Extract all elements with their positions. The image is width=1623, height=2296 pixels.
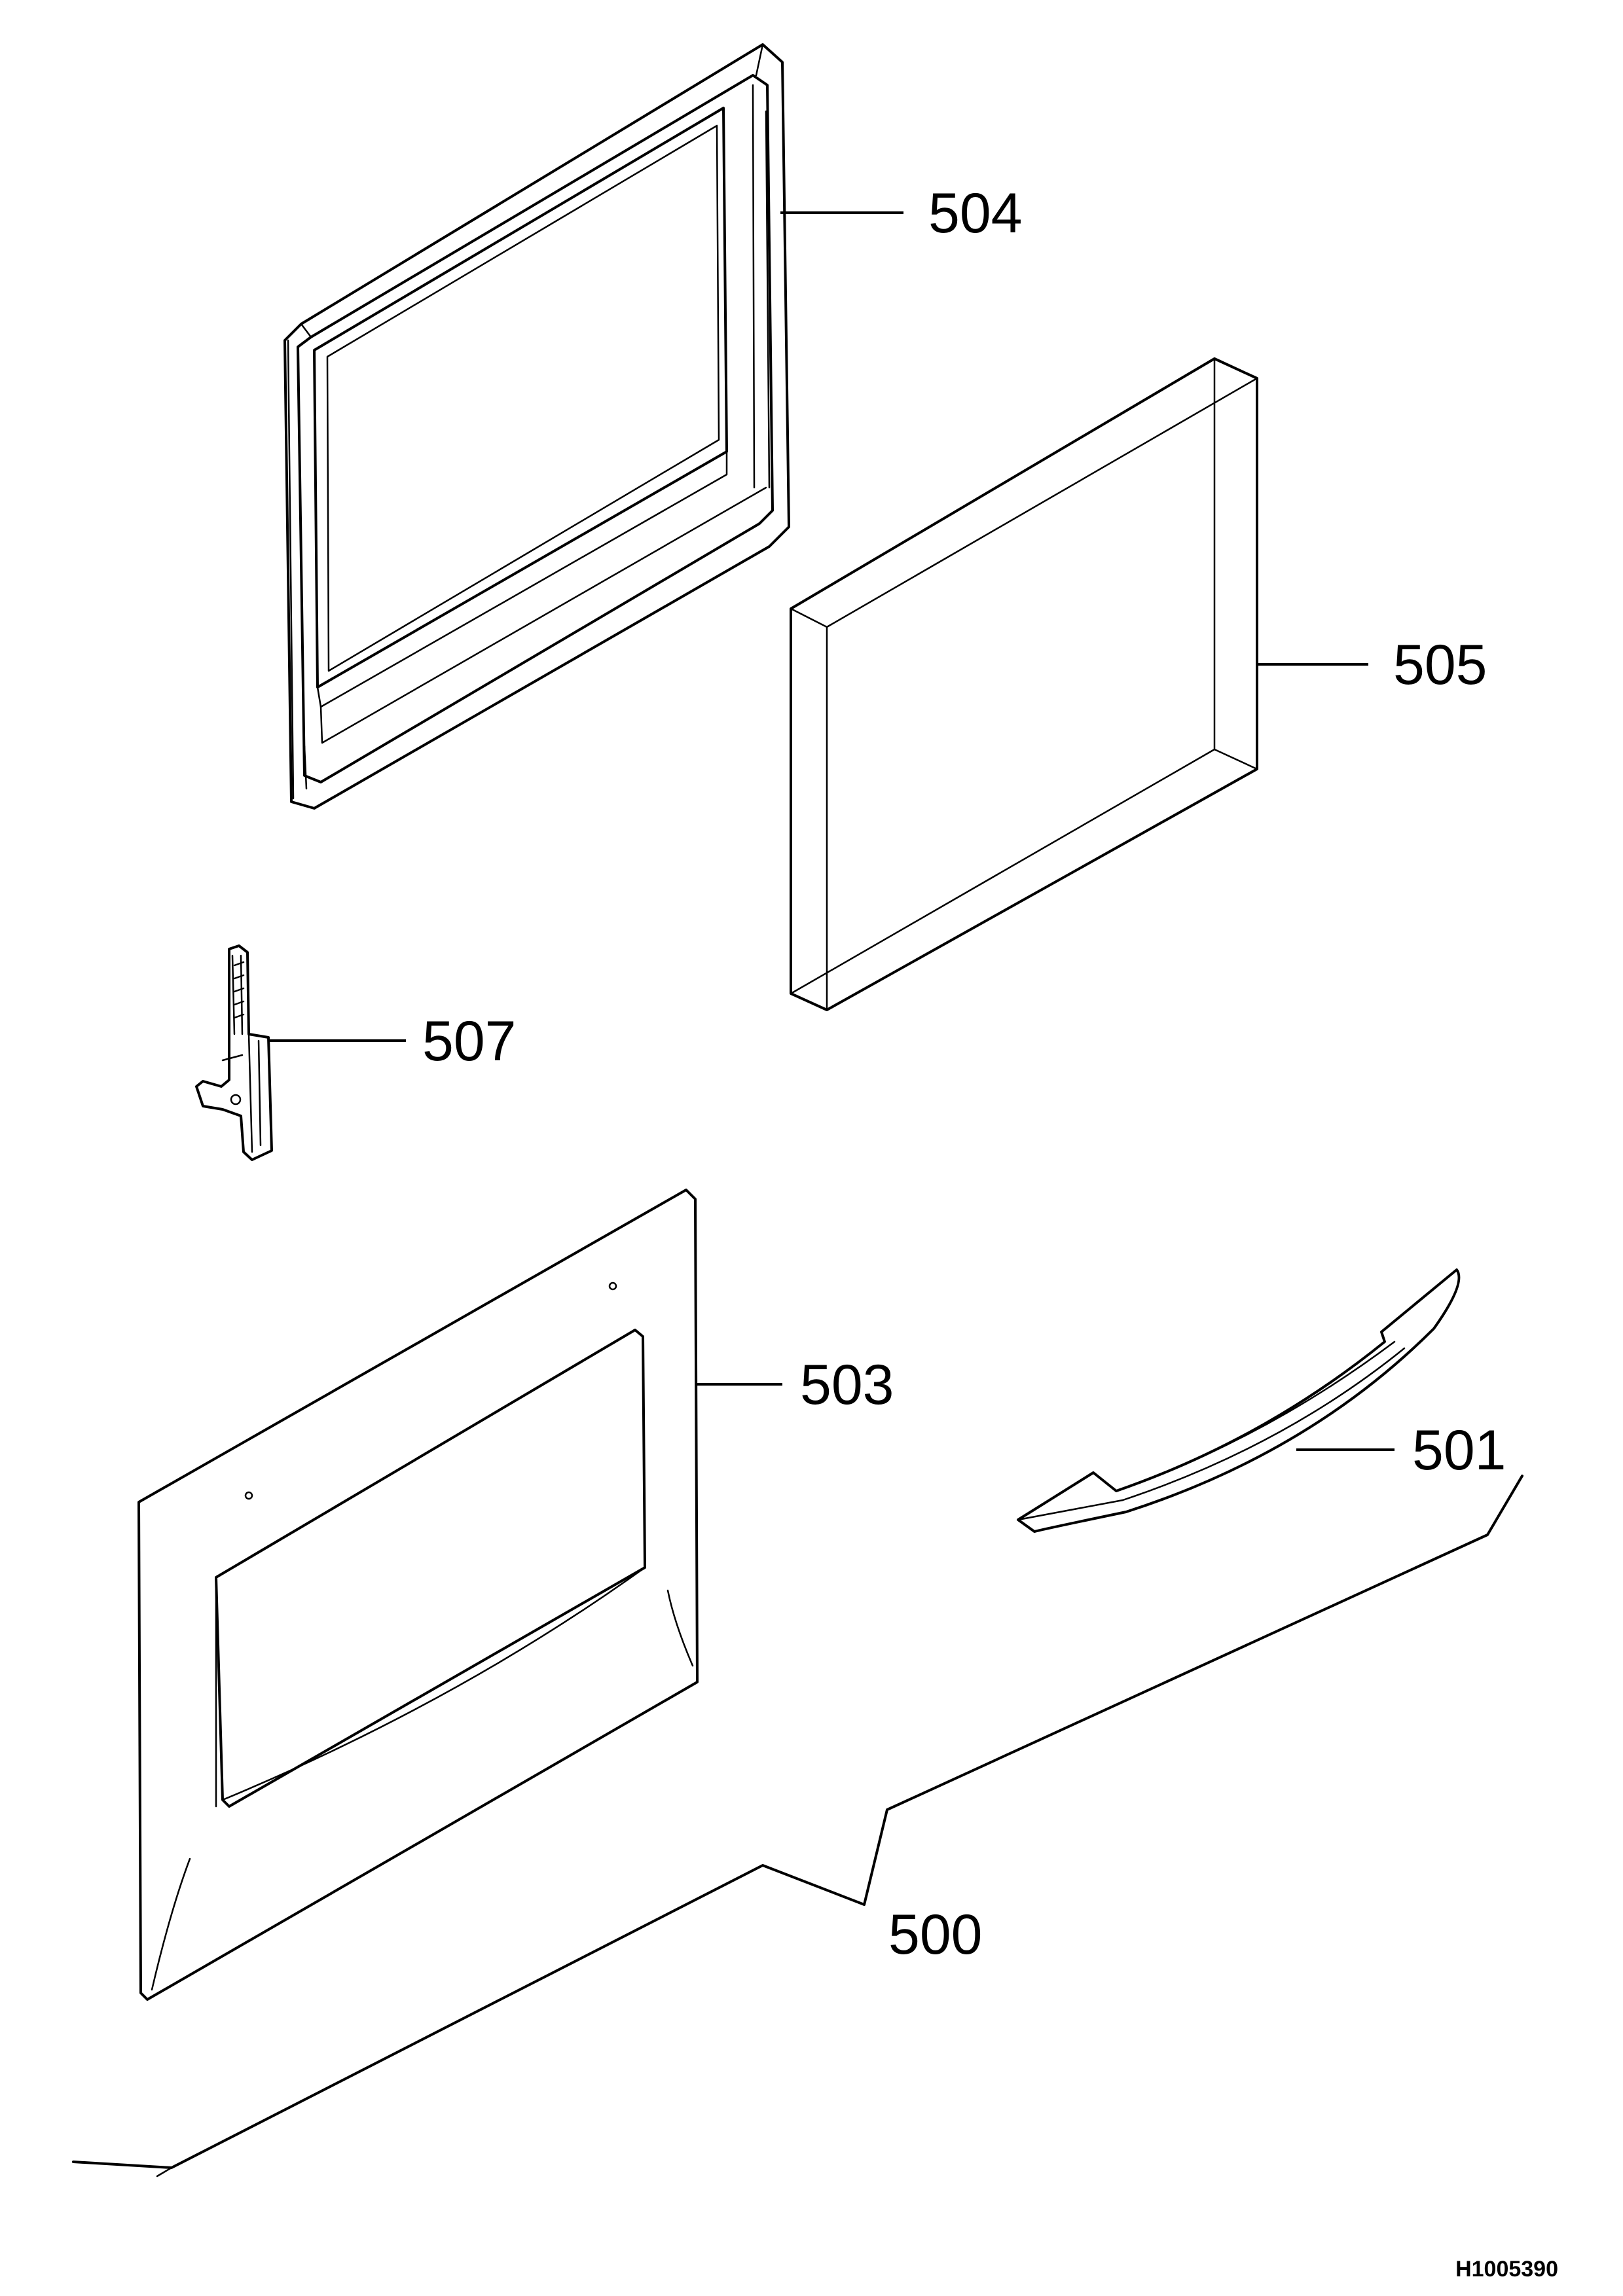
part-507-hinge: [195, 944, 273, 1161]
part-504-inner-frame: [283, 43, 790, 810]
leader-lines: [268, 211, 1395, 1451]
part-503-outer-panel: [137, 1189, 699, 2001]
drawing-id: H1005390: [1455, 2257, 1558, 2282]
callout-500: 500: [888, 1903, 983, 1966]
part-501-handle: [1017, 1268, 1461, 1533]
callout-504: 504: [928, 182, 1023, 245]
callout-505: 505: [1393, 634, 1487, 696]
part-500-assembly-outline: [72, 1475, 1523, 2178]
part-505-glass-pane: [790, 357, 1258, 1011]
callout-501: 501: [1412, 1419, 1506, 1482]
callout-503: 503: [800, 1354, 894, 1416]
callout-507: 507: [422, 1010, 517, 1073]
